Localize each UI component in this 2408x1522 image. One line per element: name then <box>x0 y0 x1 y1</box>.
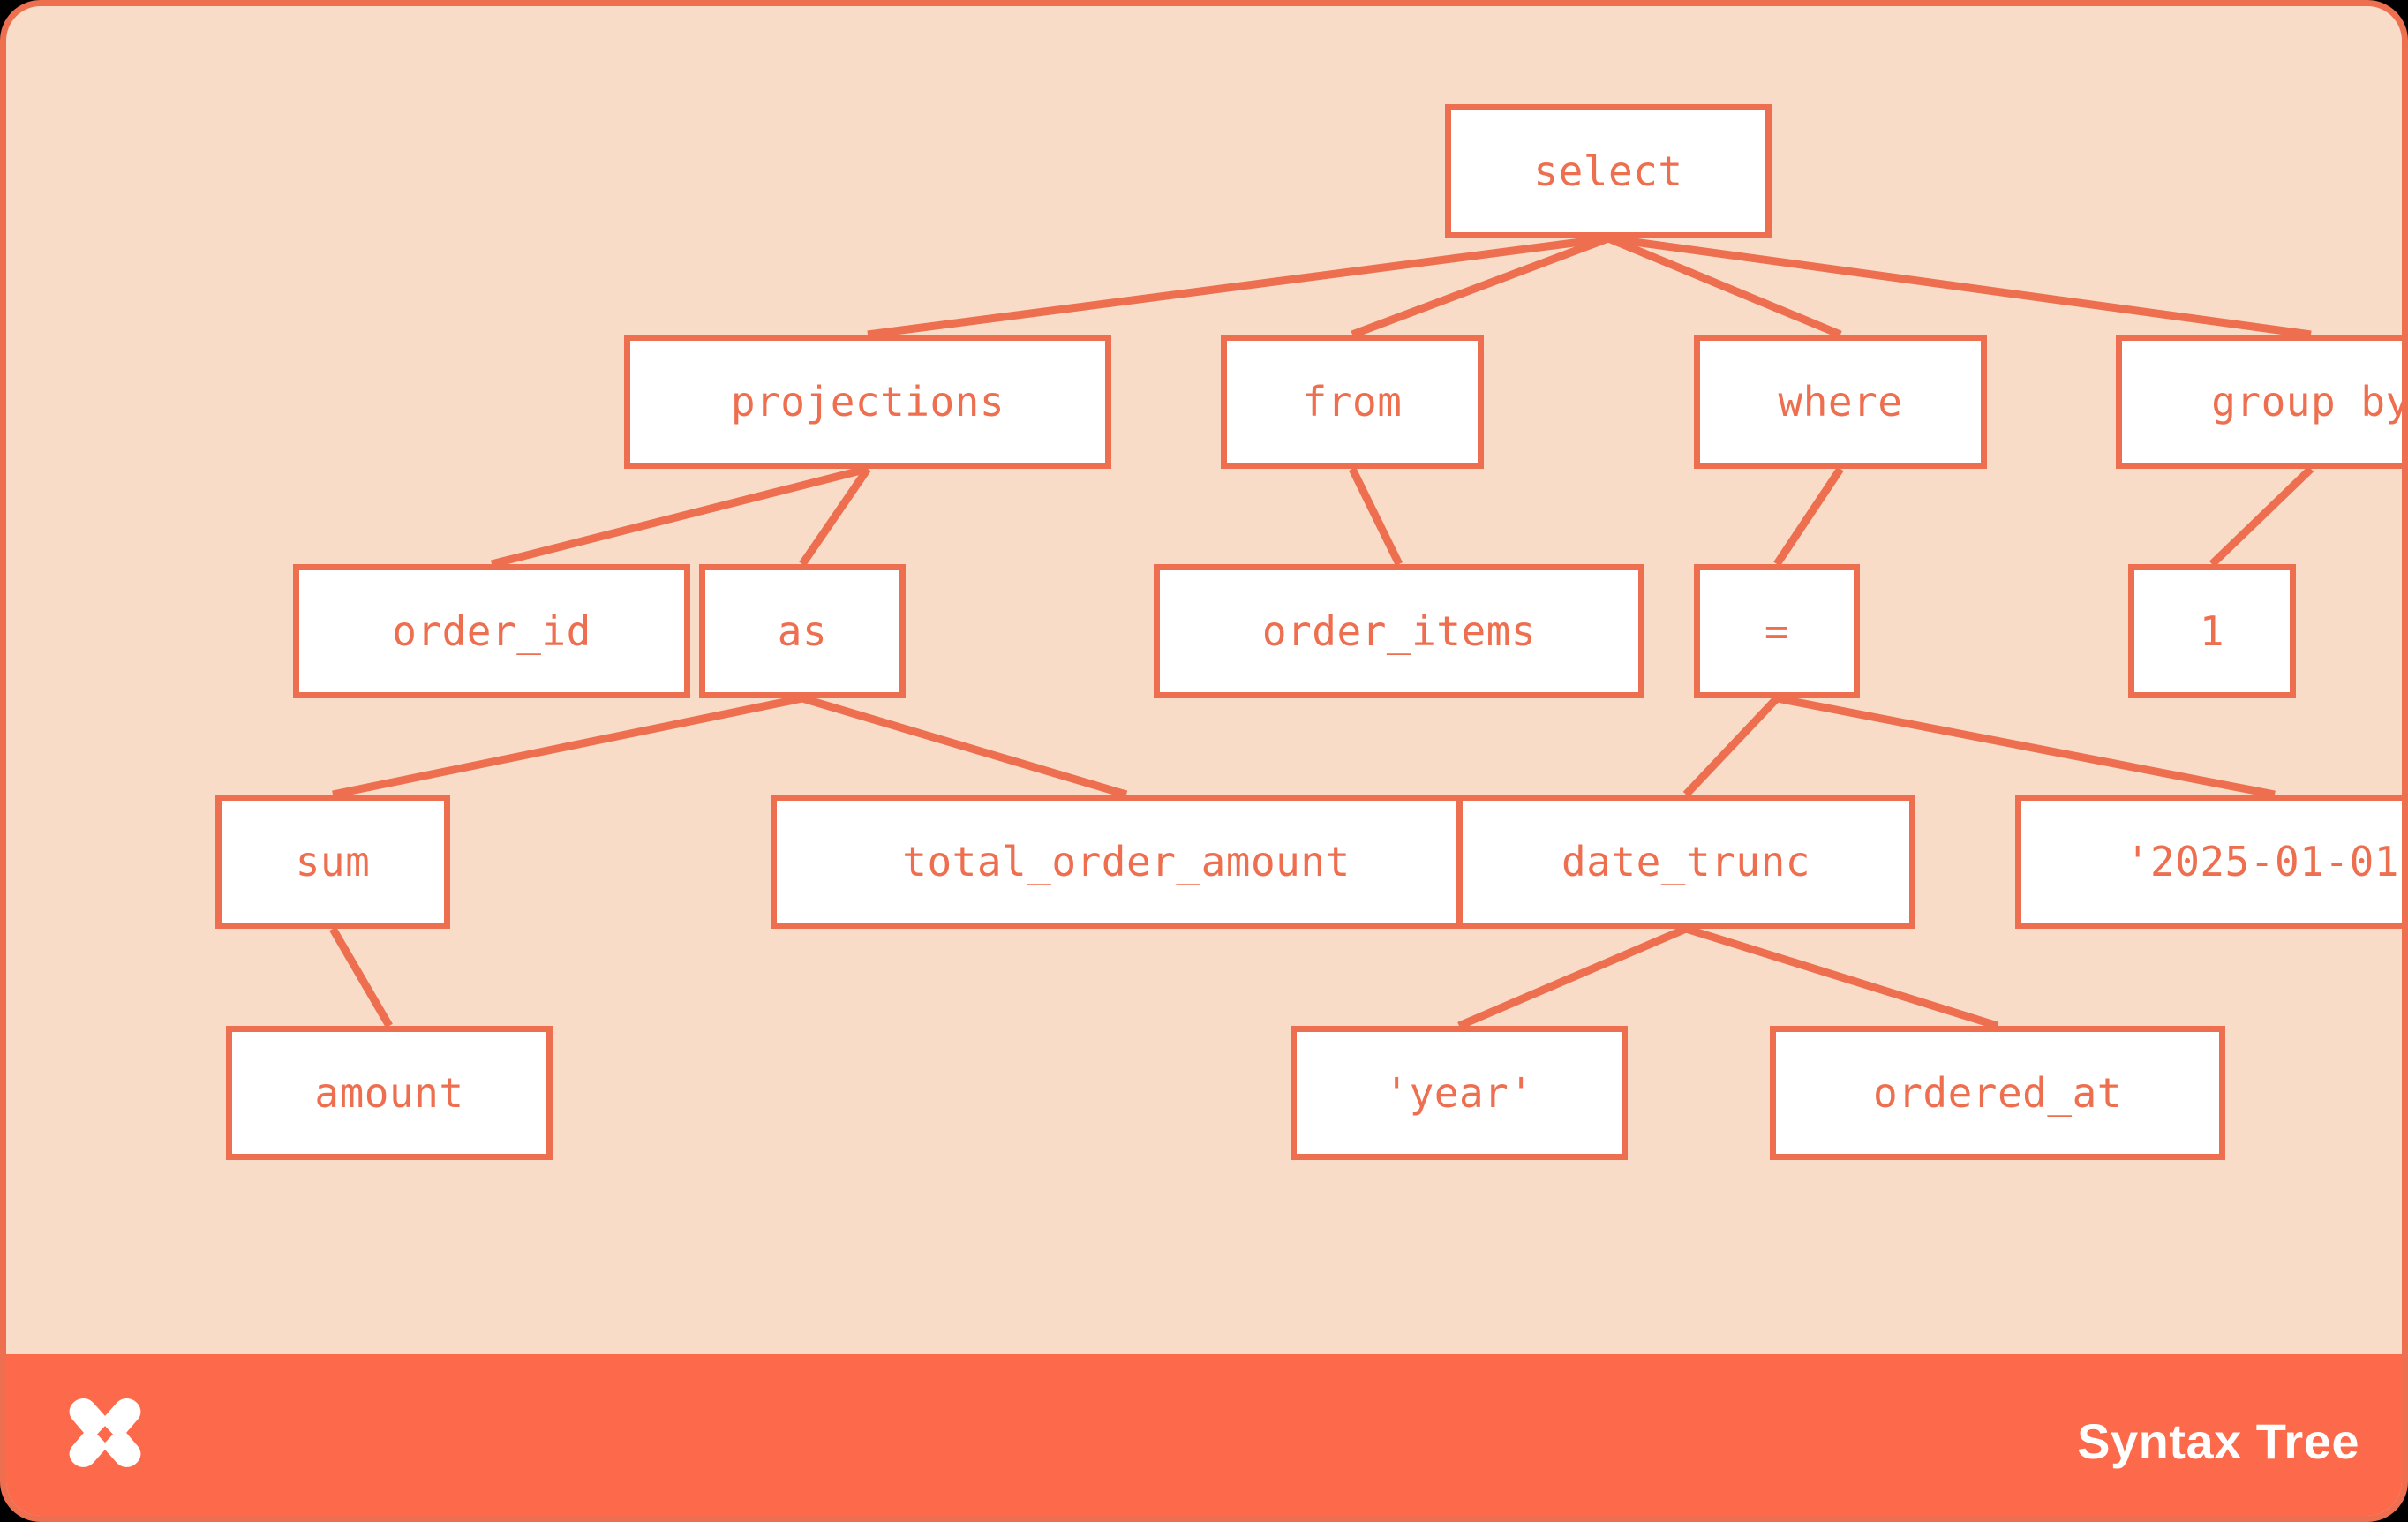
tree-node-label: as <box>777 607 828 655</box>
tree-node-projections[interactable]: projections <box>624 335 1111 469</box>
tree-edge <box>867 234 1609 339</box>
tree-node-label: sum <box>295 838 371 885</box>
tree-node-year_literal[interactable]: 'year' <box>1291 1026 1628 1160</box>
tree-node-label: where <box>1778 378 1903 426</box>
tree-edge <box>1682 695 1780 798</box>
tree-node-ordered_at[interactable]: ordered_at <box>1770 1026 2225 1160</box>
tree-edge <box>2209 465 2314 568</box>
footer-title: Syntax Tree <box>2077 1413 2359 1469</box>
tree-edge <box>1348 467 1403 566</box>
tree-node-label: amount <box>314 1069 464 1117</box>
tree-edge <box>801 694 1128 799</box>
tree-node-label: 'year' <box>1384 1069 1534 1117</box>
tree-node-order_items[interactable]: order_items <box>1154 564 1644 698</box>
syntax-tree-canvas: select projections from where group by order_… <box>6 6 2408 1354</box>
tree-edge <box>329 926 393 1028</box>
tree-edge <box>490 464 869 569</box>
tree-edge <box>1457 924 1688 1030</box>
tree-edge <box>799 466 871 567</box>
tree-edge <box>1684 924 1999 1030</box>
tree-node-amount[interactable]: amount <box>226 1026 553 1160</box>
tree-node-from[interactable]: from <box>1221 335 1484 469</box>
tree-node-label: group by <box>2211 378 2408 426</box>
tree-node-sum[interactable]: sum <box>215 795 450 929</box>
tree-node-date_literal[interactable]: '2025-01-01' <box>2015 795 2408 929</box>
tree-node-select[interactable]: select <box>1445 104 1772 238</box>
tree-node-label: '2025-01-01' <box>2125 838 2408 885</box>
tree-edge <box>1773 466 1844 567</box>
tree-node-label: order_id <box>392 607 591 655</box>
tree-node-label: 1 <box>2199 607 2225 655</box>
tree-node-label: projections <box>730 378 1005 426</box>
tree-node-label: date_trunc <box>1561 838 1810 885</box>
tree-edge <box>1351 234 1610 339</box>
tree-node-as[interactable]: as <box>699 564 906 698</box>
tree-node-label: = <box>1764 607 1790 655</box>
tree-node-where[interactable]: where <box>1694 335 1987 469</box>
tree-node-order_id[interactable]: order_id <box>293 564 690 698</box>
tree-node-one[interactable]: 1 <box>2128 564 2296 698</box>
tree-node-label: from <box>1302 378 1403 426</box>
tree-node-group_by[interactable]: group by <box>2116 335 2408 469</box>
tree-edges-layer <box>329 234 2314 1030</box>
tree-node-label: total_order_amount <box>902 838 1351 885</box>
footer-bar: Syntax Tree <box>6 1354 2402 1516</box>
tree-node-eq[interactable]: = <box>1694 564 1860 698</box>
tree-node-date_trunc[interactable]: date_trunc <box>1456 795 1915 929</box>
tree-edge <box>1607 234 1842 339</box>
tree-edge <box>1776 694 2276 799</box>
tree-node-label: select <box>1533 147 1683 195</box>
tree-edge <box>332 694 803 799</box>
x-star-logo-icon <box>69 1398 141 1467</box>
tree-edge <box>1607 234 2312 339</box>
tree-node-label: ordered_at <box>1873 1069 2122 1117</box>
tree-node-total_order_amount[interactable]: total_order_amount <box>771 795 1482 929</box>
tree-node-label: order_items <box>1261 607 1537 655</box>
